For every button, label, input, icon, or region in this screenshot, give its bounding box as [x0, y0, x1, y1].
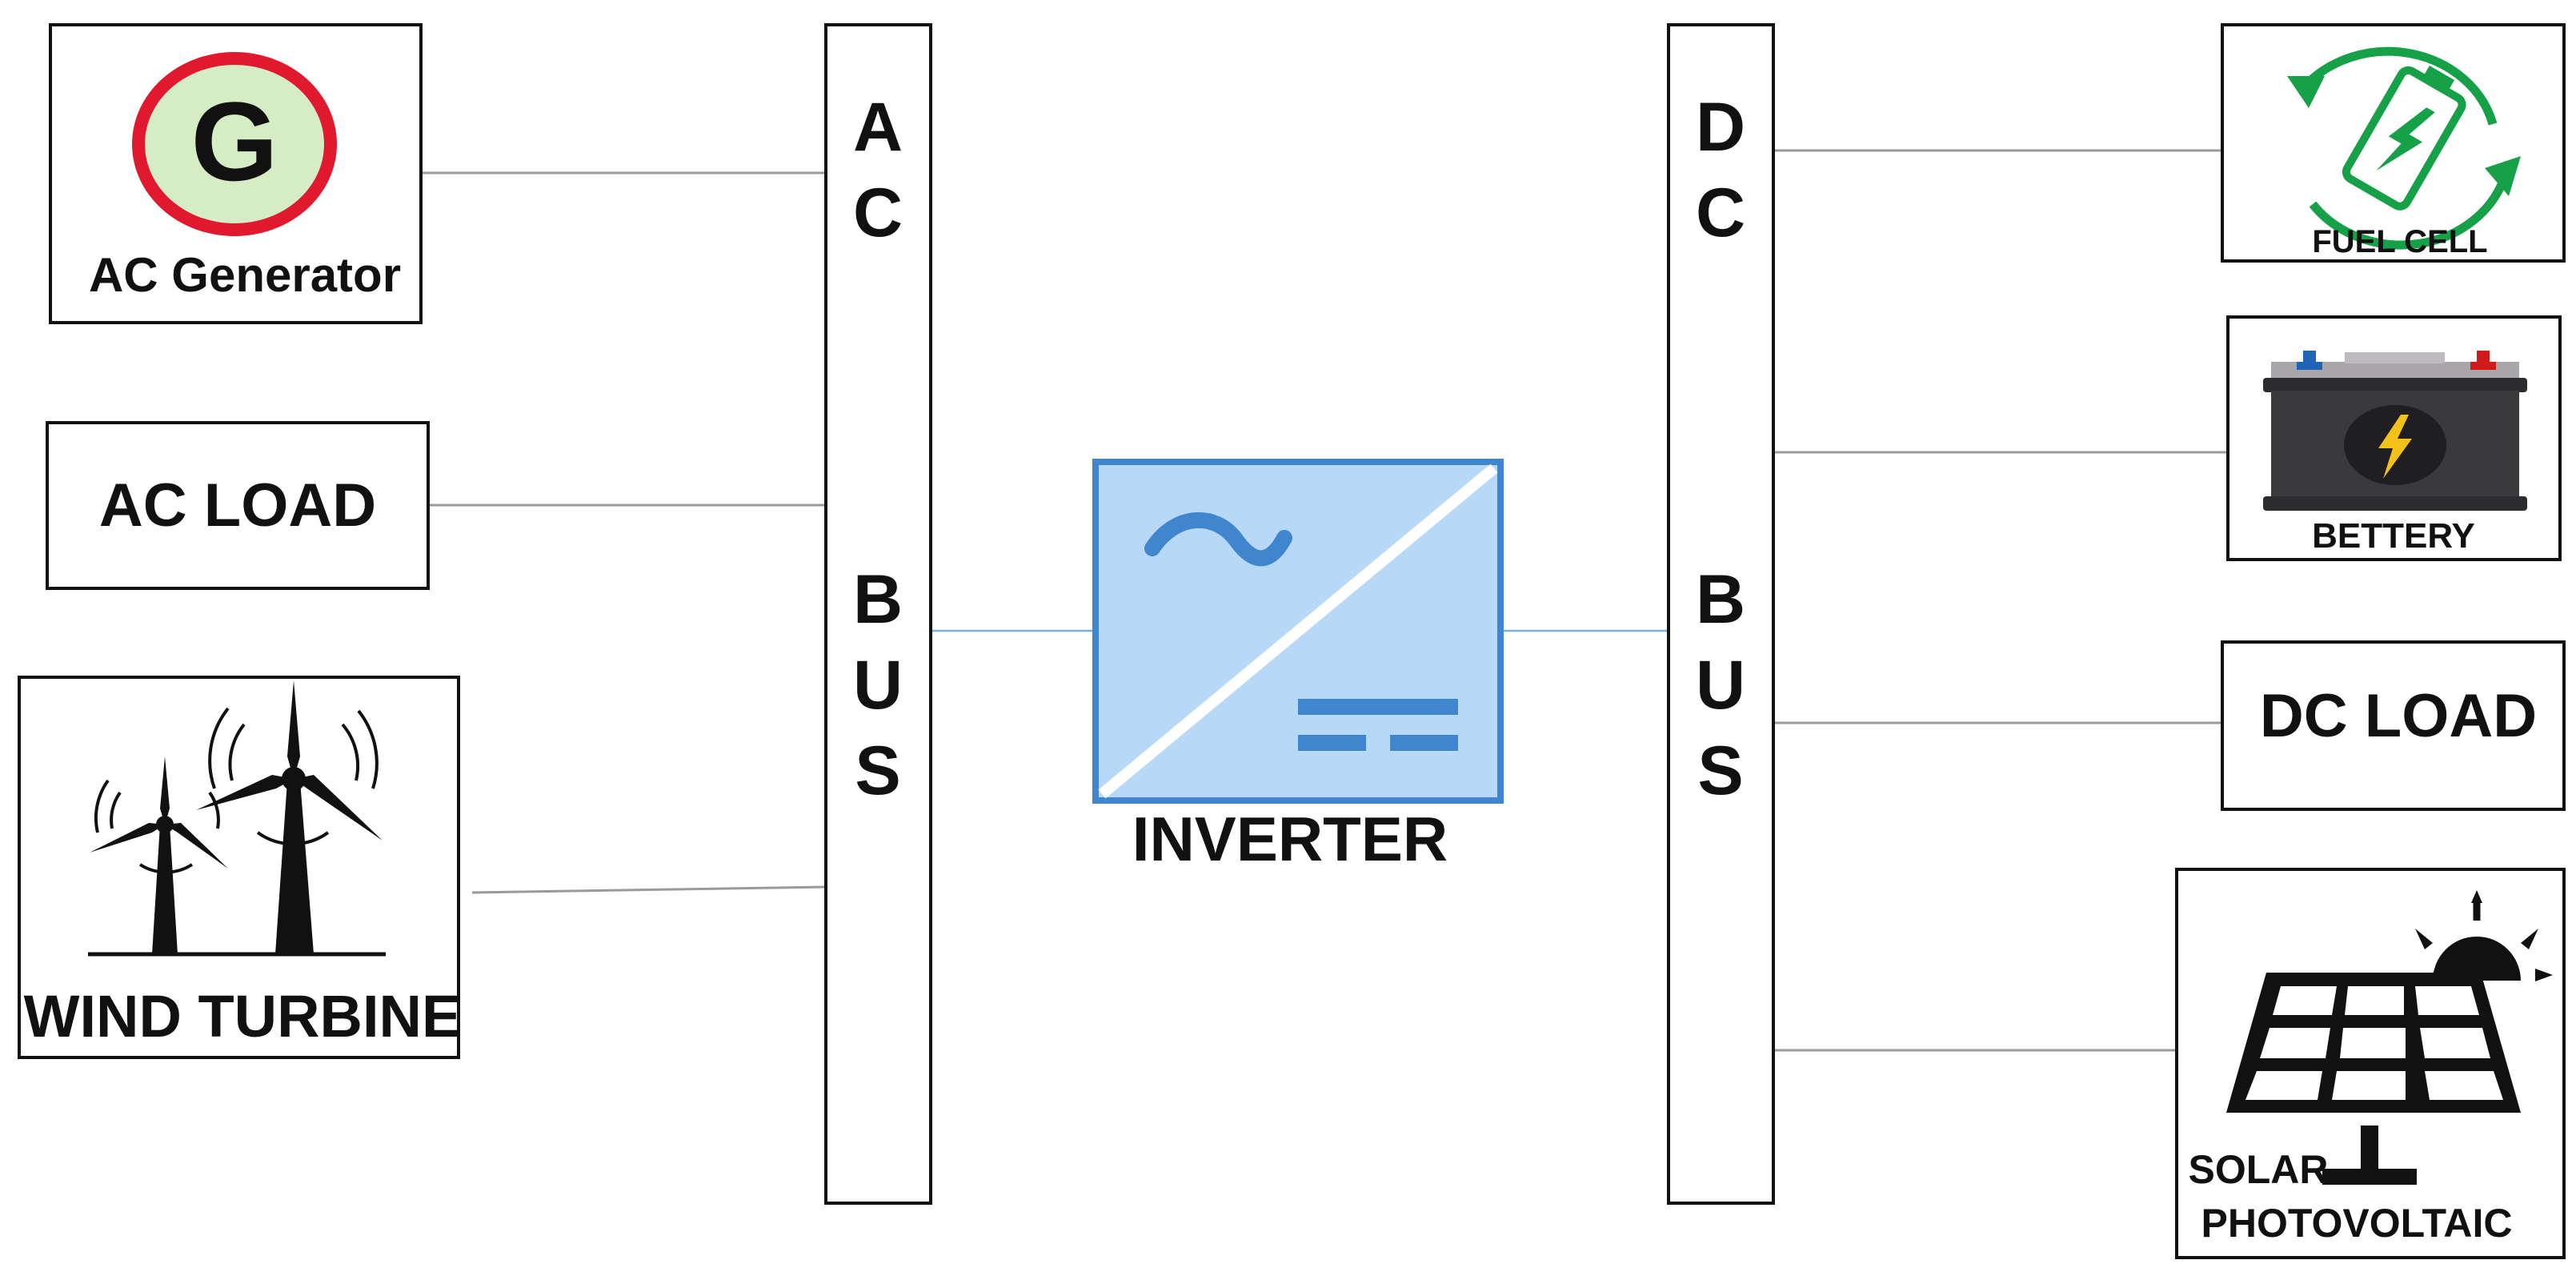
ac-bus-letter-5: S: [855, 732, 900, 809]
dc-bus-letter-2: C: [1696, 175, 1745, 251]
inverter: INVERTER: [1092, 459, 1504, 874]
solar-label-line2: PHOTOVOLTAIC: [2201, 1201, 2513, 1246]
ac-sine-icon: [1144, 512, 1292, 567]
dc-bus-letter-4: U: [1696, 647, 1745, 724]
wind-turbine-label: WIND TURBINE: [24, 983, 462, 1049]
ac-load-label: AC LOAD: [99, 471, 376, 540]
dc-load: DC LOAD: [2221, 640, 2566, 811]
wind-turbine: WIND TURBINE: [18, 676, 462, 1059]
fuel-cell-icon: [2287, 46, 2521, 250]
ac-bus-letter-2: C: [853, 175, 903, 251]
dc-load-label: DC LOAD: [2260, 682, 2537, 750]
fuel-cell: FUEL CELL: [2221, 23, 2566, 263]
dc-bus-letter-3: B: [1696, 561, 1745, 638]
solar-photovoltaic: SOLAR PHOTOVOLTAIC: [2175, 868, 2566, 1259]
ac-bus-letter-4: U: [853, 647, 903, 724]
solar-label-line1: SOLAR: [2189, 1147, 2329, 1192]
dc-line-icon: [1298, 699, 1458, 715]
ac-load: AC LOAD: [46, 421, 430, 590]
ac-generator: G AC Generator: [49, 23, 423, 324]
ac-bus: A C B U S: [824, 23, 932, 1205]
dc-bus-letter-1: D: [1696, 89, 1745, 166]
inverter-label: INVERTER: [1132, 804, 1448, 874]
battery-label: BETTERY: [2312, 516, 2475, 556]
inverter-icon: [1092, 459, 1504, 804]
wind-turbine-icon: [88, 680, 386, 957]
ac-generator-label: AC Generator: [89, 248, 401, 302]
generator-icon: G: [132, 52, 337, 236]
dc-bus: D C B U S: [1667, 23, 1775, 1205]
battery: BETTERY: [2226, 315, 2562, 561]
battery-icon: [2263, 351, 2527, 511]
fuel-cell-label: FUEL CELL: [2312, 224, 2487, 259]
solar-panel-icon: [2226, 890, 2553, 1185]
ac-bus-letter-3: B: [853, 561, 903, 638]
generator-icon-letter: G: [191, 78, 278, 204]
wire-wind-acbus: [471, 885, 825, 894]
ac-bus-letter-1: A: [853, 89, 903, 166]
dc-bus-letter-5: S: [1697, 732, 1743, 809]
